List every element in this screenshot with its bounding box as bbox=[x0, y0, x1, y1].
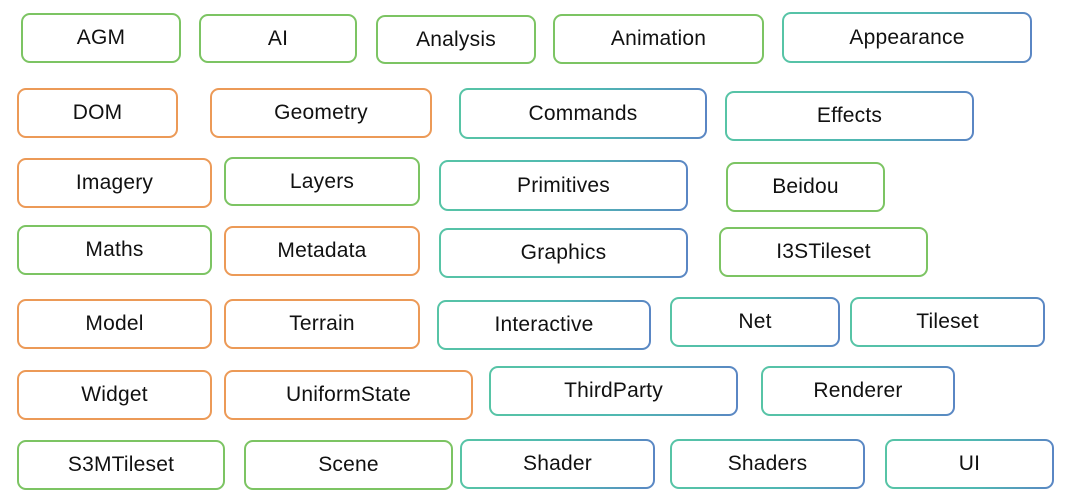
module-box-renderer[interactable]: Renderer bbox=[761, 366, 955, 416]
module-box-geometry[interactable]: Geometry bbox=[210, 88, 432, 138]
module-box-terrain[interactable]: Terrain bbox=[224, 299, 420, 349]
module-box-appearance[interactable]: Appearance bbox=[782, 12, 1032, 63]
module-box-scene[interactable]: Scene bbox=[244, 440, 453, 490]
module-label: Beidou bbox=[772, 175, 839, 198]
module-label: Effects bbox=[816, 104, 883, 127]
module-label: Model bbox=[85, 312, 144, 335]
module-box-animation[interactable]: Animation bbox=[553, 14, 764, 64]
module-label: Shaders bbox=[727, 452, 808, 475]
module-box-primitives[interactable]: Primitives bbox=[439, 160, 688, 211]
module-box-shader[interactable]: Shader bbox=[460, 439, 655, 489]
module-box-imagery[interactable]: Imagery bbox=[17, 158, 212, 208]
module-label: Appearance bbox=[849, 25, 965, 49]
module-box-graphics[interactable]: Graphics bbox=[439, 228, 688, 278]
module-label: I3STileset bbox=[776, 240, 871, 263]
module-label: Tileset bbox=[916, 310, 979, 333]
module-label: Geometry bbox=[274, 101, 368, 124]
module-label: UniformState bbox=[286, 383, 411, 406]
module-label: Interactive bbox=[494, 313, 594, 336]
module-label: Terrain bbox=[289, 312, 355, 335]
module-label: Analysis bbox=[416, 27, 496, 51]
module-box-ui[interactable]: UI bbox=[885, 439, 1054, 489]
module-box-uniformstate[interactable]: UniformState bbox=[224, 370, 473, 420]
module-label: Imagery bbox=[75, 171, 154, 194]
module-box-net[interactable]: Net bbox=[670, 297, 840, 347]
module-box-effects[interactable]: Effects bbox=[725, 91, 974, 141]
module-box-dom[interactable]: DOM bbox=[17, 88, 178, 138]
module-label: S3MTileset bbox=[67, 453, 175, 476]
module-box-layers[interactable]: Layers bbox=[224, 157, 420, 206]
module-box-interactive[interactable]: Interactive bbox=[437, 300, 651, 350]
module-box-i3stileset[interactable]: I3STileset bbox=[719, 227, 928, 277]
module-label: AI bbox=[267, 26, 289, 50]
module-label: Metadata bbox=[277, 239, 367, 262]
module-label: Renderer bbox=[813, 379, 903, 402]
module-label: Net bbox=[738, 310, 772, 333]
module-label: ThirdParty bbox=[564, 379, 663, 402]
module-box-analysis[interactable]: Analysis bbox=[376, 15, 536, 64]
module-label: UI bbox=[958, 452, 981, 475]
module-label: AGM bbox=[76, 26, 126, 49]
module-box-ai[interactable]: AI bbox=[199, 14, 357, 63]
module-box-model[interactable]: Model bbox=[17, 299, 212, 349]
module-box-widget[interactable]: Widget bbox=[17, 370, 212, 420]
module-box-beidou[interactable]: Beidou bbox=[726, 162, 885, 212]
module-box-maths[interactable]: Maths bbox=[17, 225, 212, 275]
module-box-tileset[interactable]: Tileset bbox=[850, 297, 1045, 347]
module-label: Primitives bbox=[516, 173, 610, 197]
module-label: Commands bbox=[528, 101, 638, 125]
module-label: Shader bbox=[523, 452, 592, 475]
module-box-thirdparty[interactable]: ThirdParty bbox=[489, 366, 738, 416]
module-label: DOM bbox=[72, 101, 123, 124]
module-label: Scene bbox=[318, 453, 379, 476]
module-box-shaders[interactable]: Shaders bbox=[670, 439, 865, 489]
module-box-s3mtileset[interactable]: S3MTileset bbox=[17, 440, 225, 490]
module-box-metadata[interactable]: Metadata bbox=[224, 226, 420, 276]
module-box-agm[interactable]: AGM bbox=[21, 13, 181, 63]
module-label: Graphics bbox=[520, 241, 607, 264]
module-label: Animation bbox=[610, 27, 707, 50]
module-box-commands[interactable]: Commands bbox=[459, 88, 707, 139]
module-label: Widget bbox=[81, 383, 148, 406]
module-label: Layers bbox=[289, 169, 355, 193]
module-label: Maths bbox=[85, 238, 144, 261]
